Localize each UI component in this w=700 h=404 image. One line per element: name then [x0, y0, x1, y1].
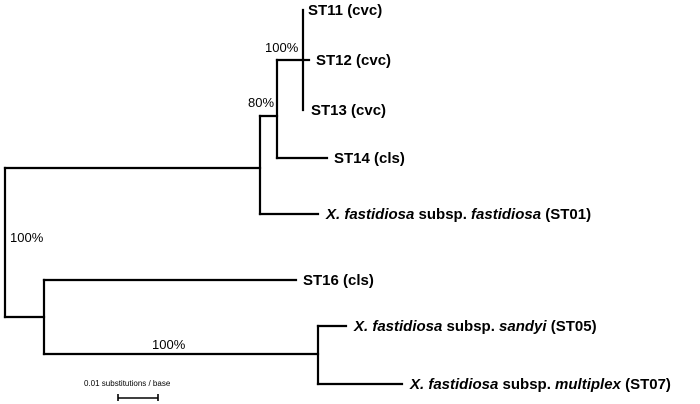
scale-bar: 0.01 substitutions / base	[84, 379, 171, 401]
support-value-sandyi-multiplex-clade: 100%	[152, 337, 186, 352]
support-values: 100% 80% 100% 100%	[10, 40, 299, 352]
leaf-label-st05-part-1: subsp.	[442, 318, 499, 335]
leaf-label-st07-part-3: (ST07)	[621, 376, 671, 393]
leaf-label-st07: X. fastidiosa subsp. multiplex (ST07)	[409, 376, 671, 393]
leaf-label-st01: X. fastidiosa subsp. fastidiosa (ST01)	[325, 206, 591, 223]
support-value-cvc-clade: 100%	[265, 40, 299, 55]
leaf-label-st01-part-2: fastidiosa	[471, 206, 541, 223]
leaf-label-st13: ST13 (cvc)	[311, 102, 386, 119]
leaf-label-st01-part-1: subsp.	[414, 206, 471, 223]
scale-bar-label: 0.01 substitutions / base	[84, 379, 171, 388]
leaf-label-st12-part-0: ST12 (cvc)	[316, 52, 391, 69]
leaf-label-st05-part-0: X. fastidiosa	[353, 318, 442, 335]
leaf-label-st05-part-3: (ST05)	[547, 318, 597, 335]
leaf-label-st01-part-0: X. fastidiosa	[325, 206, 414, 223]
leaf-label-st16: ST16 (cls)	[303, 272, 374, 289]
support-value-cvc-cls-clade: 80%	[248, 95, 274, 110]
leaf-label-st01-part-3: (ST01)	[541, 206, 591, 223]
leaf-labels: ST11 (cvc) ST12 (cvc) ST13 (cvc) ST14 (c…	[303, 2, 671, 393]
leaf-label-st07-part-0: X. fastidiosa	[409, 376, 498, 393]
leaf-label-st05-part-2: sandyi	[499, 318, 547, 335]
leaf-label-st07-part-1: subsp.	[498, 376, 555, 393]
leaf-label-st12: ST12 (cvc)	[316, 52, 391, 69]
leaf-label-st14: ST14 (cls)	[334, 150, 405, 167]
leaf-label-st16-part-0: ST16 (cls)	[303, 272, 374, 289]
tree-branches	[3, 8, 404, 386]
leaf-label-st11: ST11 (cvc)	[308, 2, 382, 19]
leaf-label-st07-part-2: multiplex	[555, 376, 622, 393]
leaf-label-st05: X. fastidiosa subsp. sandyi (ST05)	[353, 318, 597, 335]
leaf-label-st11-part-0: ST11 (cvc)	[308, 2, 382, 19]
leaf-label-st14-part-0: ST14 (cls)	[334, 150, 405, 167]
leaf-label-st13-part-0: ST13 (cvc)	[311, 102, 386, 119]
support-value-root: 100%	[10, 230, 44, 245]
